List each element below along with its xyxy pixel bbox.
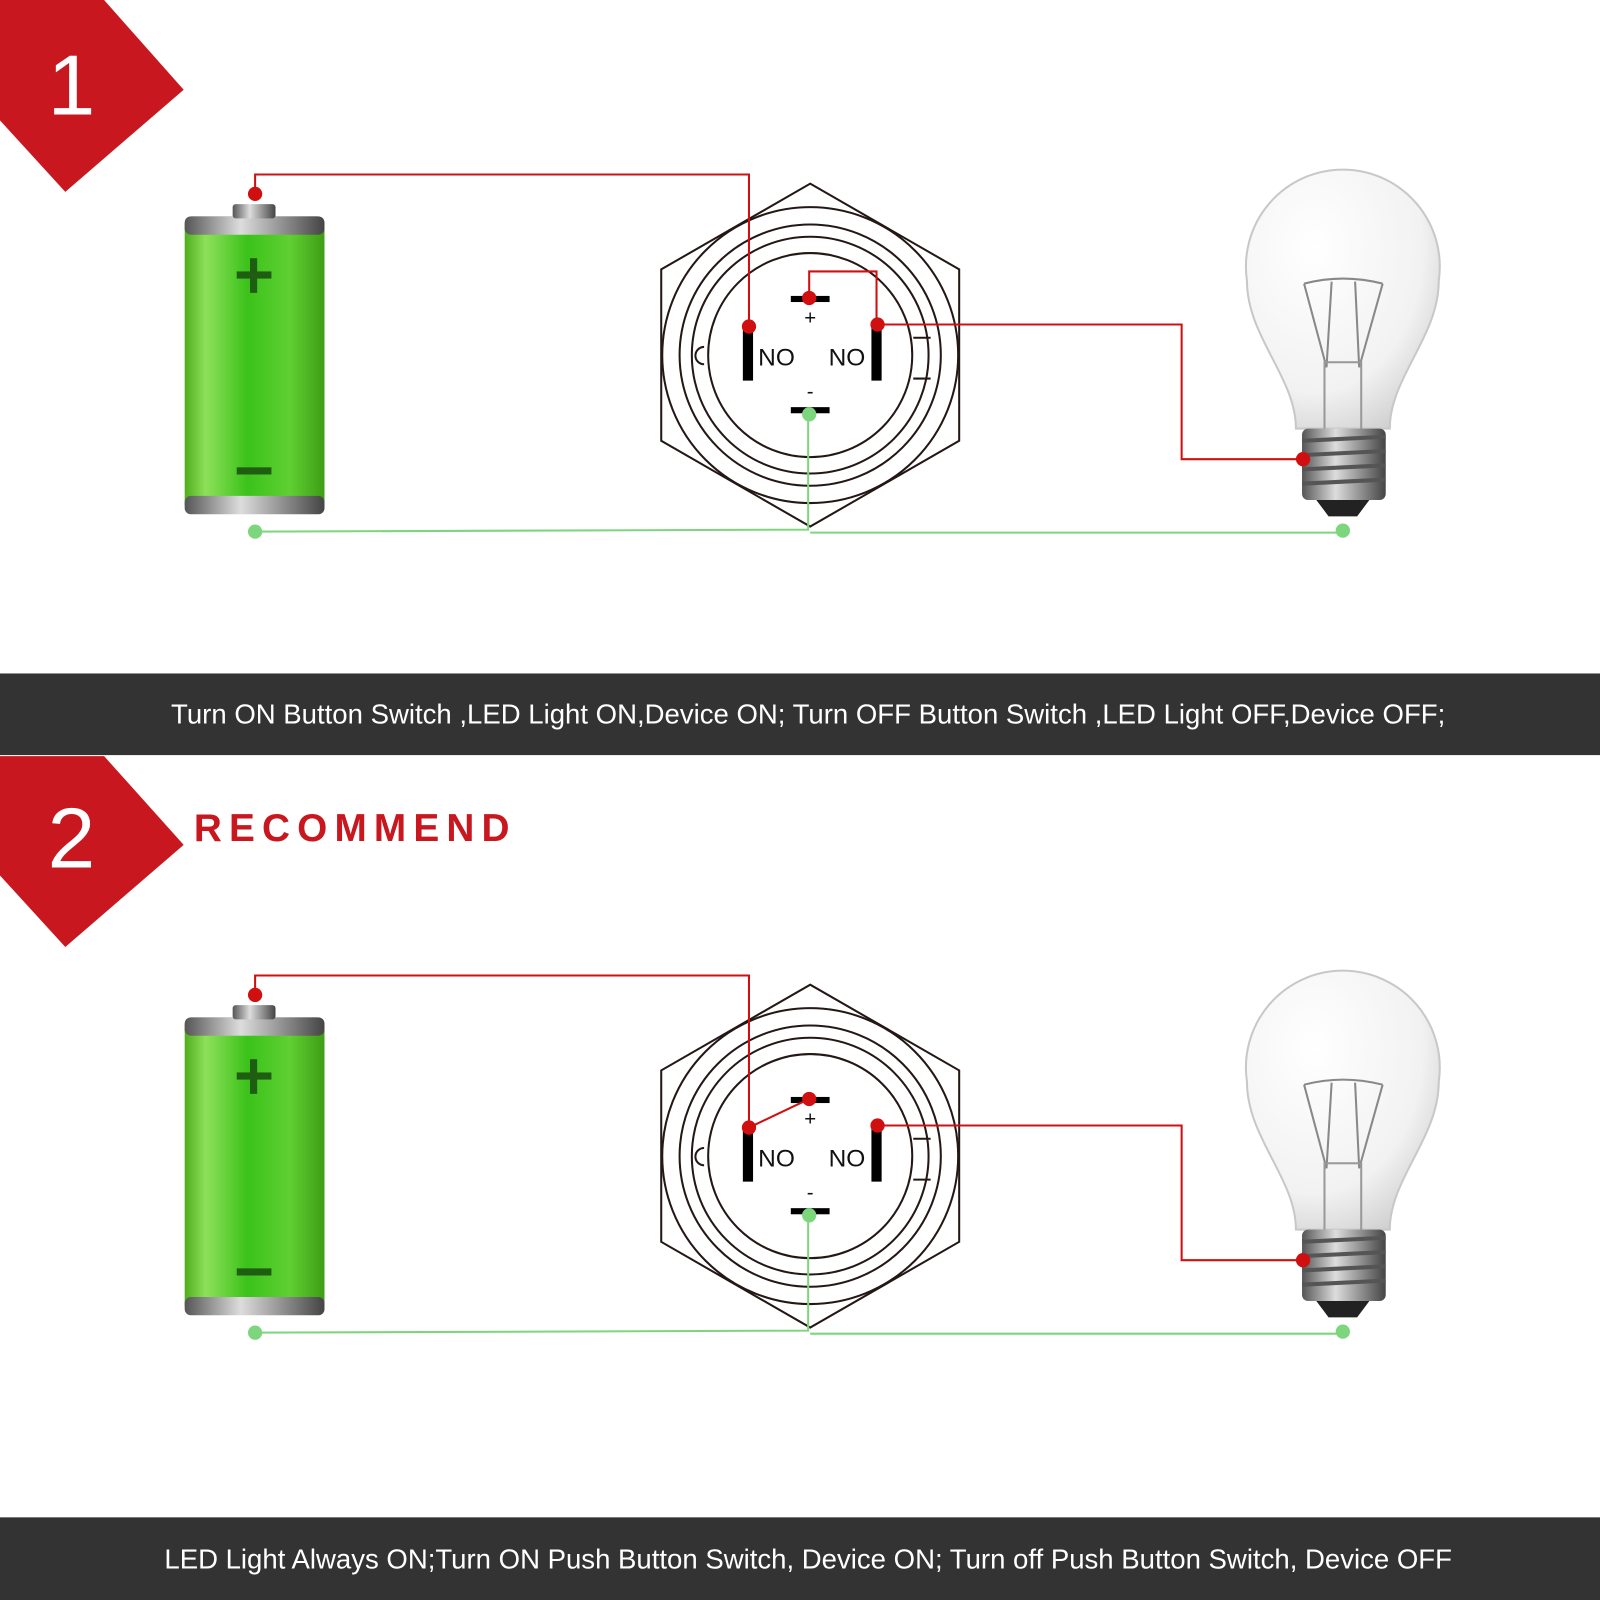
no-terminal-right-label: NO xyxy=(829,1145,866,1172)
caption-bar xyxy=(0,1517,1600,1600)
step-number: 1 xyxy=(48,37,96,133)
battery-icon xyxy=(184,1005,325,1316)
step-number: 2 xyxy=(48,790,96,886)
push-button-switch xyxy=(660,983,961,1329)
no-terminal-left-label: NO xyxy=(758,344,795,371)
minus-terminal-label: - xyxy=(807,381,814,403)
green-wires xyxy=(255,1215,1343,1335)
light-bulb-icon xyxy=(1246,170,1440,517)
plus-terminal-label: + xyxy=(804,1109,816,1131)
caption-text: Turn ON Button Switch ,LED Light ON,Devi… xyxy=(171,698,1445,729)
panel-2: 2 RECOMMEND + - NO NO xyxy=(0,756,1600,1600)
light-bulb-icon xyxy=(1246,971,1440,1318)
caption-bar xyxy=(0,673,1600,756)
green-wires xyxy=(255,414,1343,534)
red-wires xyxy=(254,173,1304,461)
no-terminal-right-label: NO xyxy=(829,344,866,371)
push-button-switch xyxy=(660,182,961,528)
panel-1: 1 + - NO NO Turn ON Button Switch ,LED L… xyxy=(0,0,1600,756)
no-terminal-left-label: NO xyxy=(758,1145,795,1172)
recommend-label: RECOMMEND xyxy=(194,807,517,850)
step-badge xyxy=(0,0,184,192)
red-wires xyxy=(254,974,1304,1262)
minus-terminal-label: - xyxy=(807,1182,814,1204)
step-badge xyxy=(0,756,184,947)
caption-text: LED Light Always ON;Turn ON Push Button … xyxy=(164,1543,1452,1574)
battery-icon xyxy=(184,204,325,515)
plus-terminal-label: + xyxy=(804,307,816,329)
